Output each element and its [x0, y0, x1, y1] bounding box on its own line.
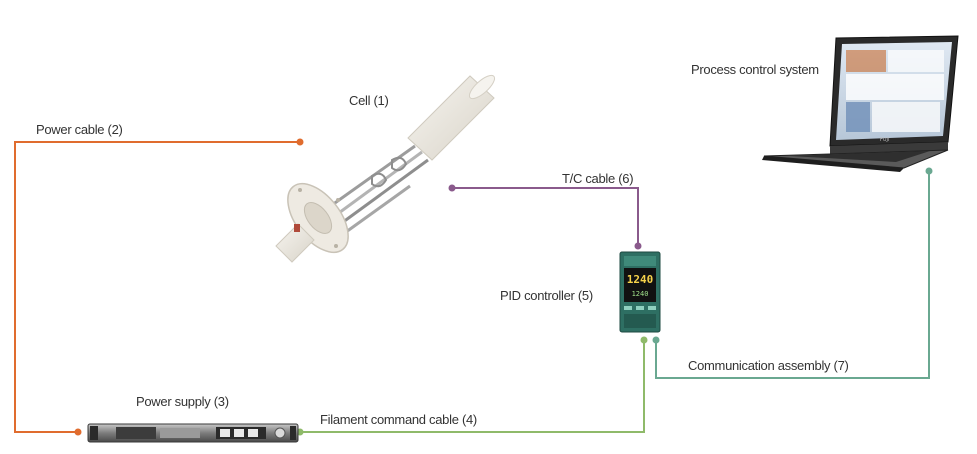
laptop-brand-logo: FUJI — [880, 137, 890, 143]
label-process-control: Process control system — [691, 62, 819, 77]
pid-display-sub: 1240 — [632, 290, 649, 298]
label-tc-cable: T/C cable (6) — [562, 171, 634, 186]
label-communication: Communication assembly (7) — [688, 358, 849, 373]
label-filament-cable: Filament command cable (4) — [320, 412, 477, 427]
pid-controller-image: 1240 1240 — [619, 251, 661, 333]
label-cell: Cell (1) — [349, 93, 389, 108]
power-supply-image — [87, 423, 299, 443]
label-power-supply: Power supply (3) — [136, 394, 229, 409]
power-cable-line — [14, 138, 304, 436]
cell-image — [275, 74, 496, 263]
label-power-cable: Power cable (2) — [36, 122, 123, 137]
pid-display-main: 1240 — [627, 273, 654, 286]
label-pid-controller: PID controller (5) — [500, 288, 593, 303]
communication-line — [652, 167, 933, 379]
tc-cable-line — [448, 184, 642, 250]
laptop-image: FUJI — [762, 35, 959, 172]
